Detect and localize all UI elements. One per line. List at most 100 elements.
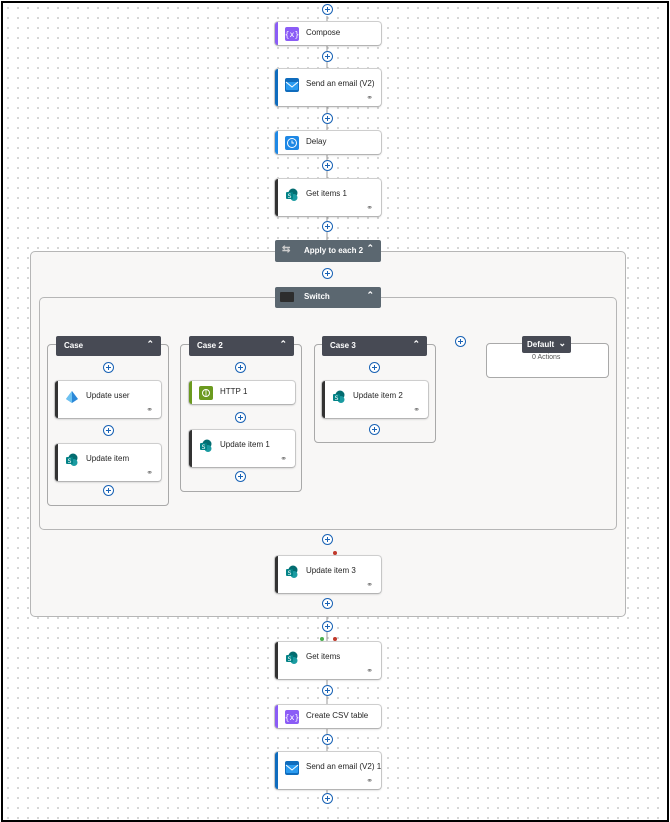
chevron-up-icon[interactable]: ⌃ [366, 290, 374, 300]
http-1-label: HTTP 1 [220, 387, 248, 396]
case-3-title: Case 3 [330, 341, 356, 350]
loop-icon: ⇆ [282, 244, 291, 255]
case-3-header[interactable]: Case 3 ⌃ [322, 336, 427, 356]
add-action-button[interactable] [322, 113, 333, 124]
apply-to-each-label: Apply to each 2 [304, 246, 364, 255]
apply-to-each-header[interactable]: ⇆ Apply to each 2 ⌃ [275, 240, 381, 262]
add-action-button[interactable] [322, 534, 333, 545]
send-email-label: Send an email (V2) [306, 79, 375, 88]
update-item-2-label: Update item 2 [353, 391, 403, 400]
sharepoint-icon: S [285, 188, 299, 202]
compose-label: Compose [306, 28, 341, 37]
chevron-up-icon[interactable]: ⌃ [279, 339, 287, 349]
add-action-button[interactable] [322, 51, 333, 62]
case-2-title: Case 2 [197, 341, 223, 350]
sharepoint-icon: S [285, 565, 299, 579]
update-item-2-card[interactable]: S Update item 2 ⚭ [322, 381, 428, 418]
update-item-card[interactable]: S Update item ⚭ [55, 444, 161, 481]
get-items-1-card[interactable]: S Get items 1 ⚭ [275, 179, 381, 216]
update-item-1-label: Update item 1 [220, 440, 270, 449]
link-icon: ⚭ [146, 468, 153, 477]
add-action-button[interactable] [369, 362, 380, 373]
svg-text:{x}: {x} [285, 713, 299, 722]
chevron-down-icon[interactable]: ⌄ [558, 338, 566, 348]
chevron-up-icon[interactable]: ⌃ [412, 339, 420, 349]
http-globe-icon [199, 386, 213, 400]
svg-text:S: S [288, 656, 292, 663]
link-icon: ⚭ [280, 454, 287, 463]
add-action-button[interactable] [322, 621, 333, 632]
update-item-3-label: Update item 3 [306, 566, 356, 575]
add-action-button[interactable] [322, 268, 333, 279]
add-case-button[interactable] [455, 336, 466, 347]
add-action-button[interactable] [235, 362, 246, 373]
send-email-card[interactable]: Send an email (V2) ⚭ [275, 69, 381, 106]
send-email-1-label: Send an email (V2) 1 [306, 762, 382, 771]
update-user-label: Update user [86, 391, 130, 400]
add-action-button[interactable] [322, 4, 333, 15]
compose-icon: {x} [285, 27, 299, 41]
delay-card[interactable]: Delay [275, 131, 381, 154]
add-action-button[interactable] [322, 685, 333, 696]
update-user-card[interactable]: Update user ⚭ [55, 381, 161, 418]
case-2-header[interactable]: Case 2 ⌃ [189, 336, 294, 356]
svg-text:S: S [202, 444, 206, 451]
link-icon: ⚭ [146, 405, 153, 414]
link-icon: ⚭ [366, 93, 373, 102]
compose-card[interactable]: {x} Compose [275, 22, 381, 45]
run-after-indicator [333, 551, 337, 555]
sharepoint-icon: S [65, 453, 79, 467]
default-actions-count: 0 Actions [532, 354, 561, 361]
link-icon: ⚭ [366, 580, 373, 589]
add-action-button[interactable] [103, 362, 114, 373]
outlook-icon [285, 78, 299, 92]
switch-header[interactable]: Switch ⌃ [275, 287, 381, 308]
outlook-icon [285, 761, 299, 775]
run-after-success-indicator [320, 637, 324, 641]
get-items-label: Get items [306, 652, 341, 661]
svg-text:S: S [288, 193, 292, 200]
run-after-failure-indicator [333, 637, 337, 641]
delay-label: Delay [306, 137, 327, 146]
sharepoint-icon: S [285, 651, 299, 665]
chevron-up-icon[interactable]: ⌃ [366, 243, 374, 253]
link-icon: ⚭ [413, 405, 420, 414]
switch-icon [280, 292, 294, 302]
link-icon: ⚭ [366, 203, 373, 212]
switch-label: Switch [304, 292, 330, 301]
case-1-header[interactable]: Case ⌃ [56, 336, 161, 356]
add-action-button[interactable] [369, 424, 380, 435]
http-1-card[interactable]: HTTP 1 [189, 381, 295, 404]
link-icon: ⚭ [366, 776, 373, 785]
case-1-title: Case [64, 341, 84, 350]
add-action-button[interactable] [235, 471, 246, 482]
add-action-button[interactable] [322, 793, 333, 804]
update-item-1-card[interactable]: S Update item 1 ⚭ [189, 430, 295, 467]
add-action-button[interactable] [322, 221, 333, 232]
link-icon: ⚭ [366, 666, 373, 675]
get-items-1-label: Get items 1 [306, 189, 347, 198]
add-action-button[interactable] [322, 734, 333, 745]
create-csv-card[interactable]: {x} Create CSV table [275, 705, 381, 728]
add-action-button[interactable] [235, 412, 246, 423]
svg-text:S: S [68, 458, 72, 465]
svg-text:{x}: {x} [285, 30, 299, 39]
chevron-up-icon[interactable]: ⌃ [146, 339, 154, 349]
update-item-3-card[interactable]: S Update item 3 ⚭ [275, 556, 381, 593]
entra-id-icon [65, 390, 79, 404]
get-items-card[interactable]: S Get items ⚭ [275, 642, 381, 679]
add-action-button[interactable] [103, 425, 114, 436]
add-action-button[interactable] [103, 485, 114, 496]
add-action-button[interactable] [322, 160, 333, 171]
sharepoint-icon: S [199, 439, 213, 453]
sharepoint-icon: S [332, 390, 346, 404]
clock-icon [285, 136, 299, 150]
default-header[interactable]: Default ⌄ [522, 336, 571, 353]
send-email-1-card[interactable]: Send an email (V2) 1 ⚭ [275, 752, 381, 789]
update-item-label: Update item [86, 454, 130, 463]
svg-text:S: S [288, 570, 292, 577]
compose-icon: {x} [285, 710, 299, 724]
add-action-button[interactable] [322, 598, 333, 609]
default-title: Default [527, 340, 555, 349]
create-csv-label: Create CSV table [306, 711, 369, 720]
